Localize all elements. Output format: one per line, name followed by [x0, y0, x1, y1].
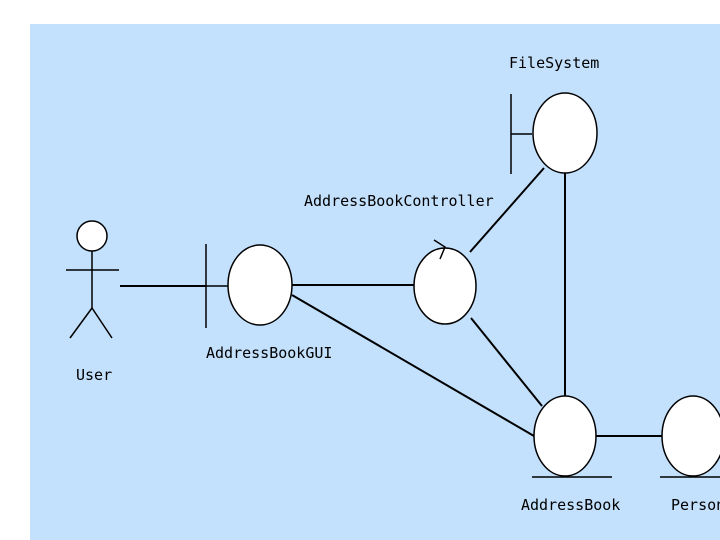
entity-person: Person: [660, 395, 720, 514]
control-controller-circle: [413, 247, 477, 325]
actor-user: User: [66, 220, 119, 384]
actor-right-leg: [91, 307, 113, 339]
boundary-gui-circle: [227, 244, 293, 326]
label-addressbook: AddressBook: [521, 496, 620, 514]
control-controller: AddressBookController: [304, 192, 494, 325]
link-gui-addressbook: [291, 294, 535, 437]
boundary-gui: AddressBookGUI: [205, 244, 332, 362]
entity-addressbook: AddressBook: [521, 395, 620, 514]
entity-addressbook-circle: [533, 395, 597, 477]
link-controller-filesystem: [469, 167, 545, 253]
boundary-filesystem: FileSystem: [509, 54, 599, 174]
label-addressbookcontroller: AddressBookController: [304, 192, 494, 210]
collaboration-diagram: User AddressBookGUI AddressBookControlle…: [30, 24, 720, 540]
diagram-canvas: User AddressBookGUI AddressBookControlle…: [30, 24, 720, 540]
label-addressbookgui: AddressBookGUI: [206, 344, 332, 362]
label-person: Person: [671, 496, 720, 514]
diagram-background: [30, 24, 720, 540]
label-filesystem: FileSystem: [509, 54, 599, 72]
actor-head: [76, 220, 108, 252]
control-arrow-icon: [433, 239, 446, 260]
boundary-filesystem-circle: [532, 92, 598, 174]
link-controller-addressbook: [470, 317, 543, 407]
entity-person-circle: [661, 395, 720, 477]
connectors: [120, 167, 662, 437]
actor-left-leg: [69, 307, 93, 339]
label-user: User: [76, 366, 112, 384]
